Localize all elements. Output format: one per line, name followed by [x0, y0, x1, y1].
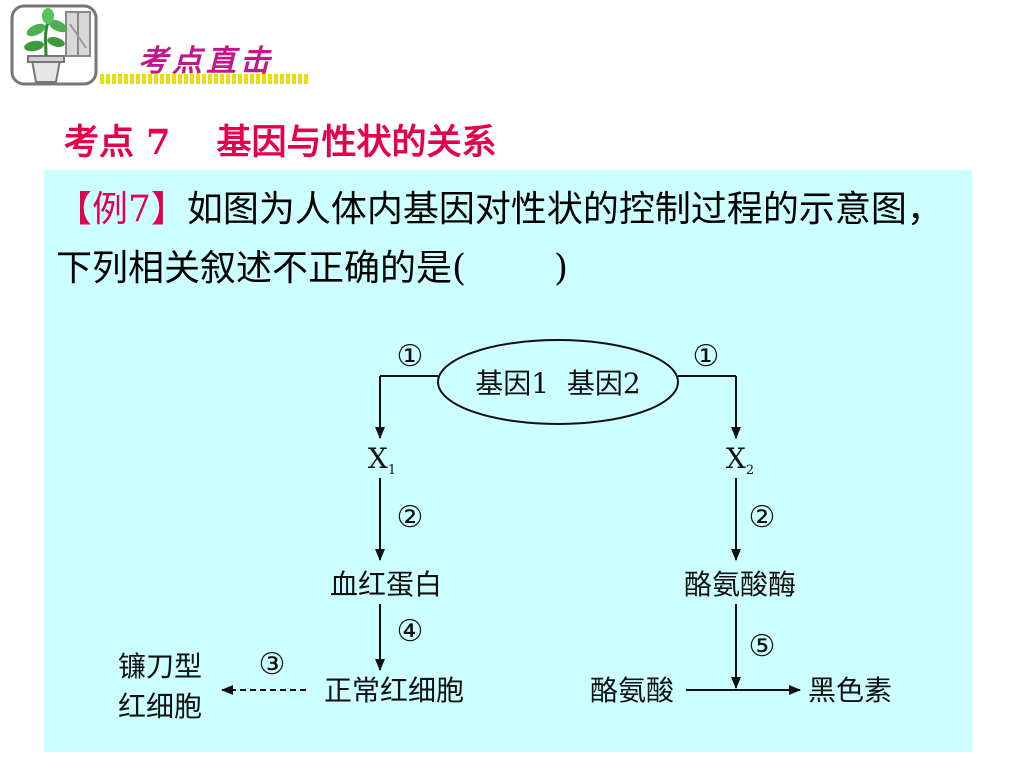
- tyrosinase-label: 酪氨酸酶: [684, 568, 796, 601]
- sickle-cell-label-line1: 镰刀型: [118, 650, 202, 683]
- right-step2-marker: ②: [749, 500, 776, 535]
- normal-red-cell-label: 正常红细胞: [324, 674, 464, 707]
- left-step4-marker: ④: [397, 614, 424, 649]
- potted-plant-logo-icon: [10, 4, 98, 86]
- section-label: 考点 7: [64, 122, 171, 163]
- hemoglobin-label: 血红蛋白: [330, 568, 442, 601]
- melanin-label: 黑色素: [808, 674, 892, 707]
- tyrosine-label: 酪氨酸: [590, 674, 674, 707]
- header-title: 考点直击: [138, 44, 274, 79]
- left-x1-label: X1: [368, 442, 396, 478]
- example-label: 【例7】: [56, 189, 187, 230]
- section-title: 考点 7 基因与性状的关系: [64, 114, 497, 165]
- content-panel: [44, 170, 972, 752]
- left-step1-marker: ①: [397, 339, 424, 374]
- right-step1-marker: ①: [693, 339, 720, 374]
- sickle-cell-label-line2: 红细胞: [118, 690, 202, 723]
- section-topic: 基因与性状的关系: [216, 122, 497, 163]
- question-body: 如图为人体内基因对性状的控制过程的示意图，下列相关叙述不正确的是(: [56, 189, 943, 289]
- left-step3-marker: ③: [259, 647, 286, 682]
- genes-label: 基因1 基因2: [475, 367, 640, 400]
- question-text: 【例7】如图为人体内基因对性状的控制过程的示意图，下列相关叙述不正确的是(): [56, 180, 966, 298]
- right-x2-label: X2: [726, 442, 754, 478]
- right-step5-marker: ⑤: [749, 629, 776, 664]
- left-step2-marker: ②: [397, 500, 424, 535]
- question-close-paren: ): [554, 248, 569, 289]
- genes-ellipse: [437, 339, 679, 425]
- header-underline-stripe: [100, 74, 310, 84]
